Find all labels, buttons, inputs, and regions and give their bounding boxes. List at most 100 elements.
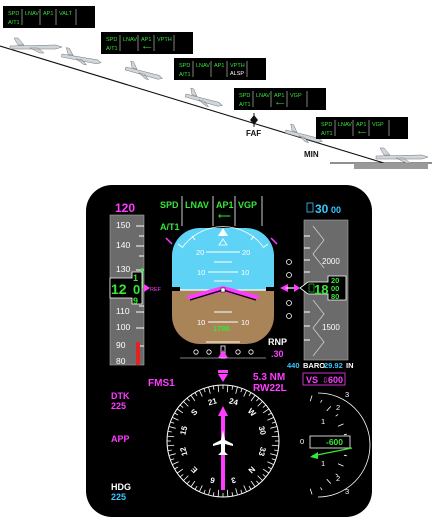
- svg-text:A/T1: A/T1: [321, 131, 333, 137]
- dtk-value: 225: [111, 401, 126, 411]
- vsi-tick: [337, 423, 344, 427]
- vsi-tick: [335, 414, 339, 417]
- altitude-tape: 30 00 2000 1500 18 20: [287, 200, 354, 370]
- compass-tick: [167, 430, 172, 433]
- compass-tick: [243, 390, 248, 397]
- compass-label: E: [189, 464, 200, 475]
- compass-tick: [212, 492, 215, 497]
- compass-label: N: [246, 464, 257, 475]
- svg-text:0: 0: [300, 437, 304, 446]
- vs-readout: -600: [326, 437, 343, 447]
- svg-text:LNAV: LNAV: [123, 37, 137, 43]
- compass-tick: [212, 385, 215, 390]
- vsi-tick: [326, 478, 332, 484]
- svg-text:12: 12: [111, 281, 127, 297]
- compass-tick: [198, 390, 203, 397]
- compass-tick: [250, 480, 256, 488]
- pfd-bezel: [86, 185, 372, 517]
- svg-text:1: 1: [321, 459, 325, 468]
- compass-label: 12: [178, 445, 189, 456]
- svg-text:3: 3: [345, 390, 349, 399]
- compass-label: 3: [230, 475, 237, 485]
- compass-tick: [271, 421, 276, 424]
- compass-tick: [186, 480, 190, 485]
- aircraft-icon: [284, 123, 323, 144]
- svg-text:80: 80: [331, 292, 339, 301]
- svg-text:A/T1: A/T1: [8, 20, 20, 26]
- svg-text:10: 10: [241, 268, 249, 277]
- fpa-readout: 1780: [213, 324, 230, 333]
- aircraft-icon: [213, 430, 233, 455]
- svg-text:A/T1: A/T1: [106, 46, 118, 52]
- compass-tick: [257, 401, 263, 407]
- aircraft-icon: [375, 147, 429, 164]
- svg-text:VPTH: VPTH: [230, 63, 245, 69]
- compass-tick: [167, 444, 175, 447]
- fma-spd: SPD: [160, 200, 179, 210]
- svg-text:A/T1: A/T1: [239, 102, 251, 108]
- svg-text:AP1: AP1: [356, 122, 366, 128]
- compass-tick: [208, 488, 211, 496]
- vsi-tick: [343, 433, 347, 436]
- vertical-speed-indicator: 1 2 3 0 1 2 3 -600: [300, 390, 371, 498]
- vsi-tick: [326, 406, 332, 412]
- svg-text:1500: 1500: [322, 323, 340, 332]
- compass-tick: [243, 485, 248, 492]
- compass-tick: [231, 385, 234, 390]
- svg-text:⟵: ⟵: [358, 130, 367, 136]
- min-label: MIN: [304, 150, 319, 159]
- svg-text:⟵: ⟵: [143, 45, 152, 51]
- compass-label: 6: [209, 475, 216, 485]
- compass-label: 24: [228, 396, 239, 407]
- svg-text:SPD: SPD: [239, 93, 250, 99]
- compass-tick: [174, 466, 179, 470]
- airspeed-tape: 120 150 140 130 110 100 90 80: [109, 201, 162, 366]
- compass-tick: [168, 426, 176, 429]
- fma-ap: AP1: [216, 200, 234, 210]
- altitude-readout: 18 20 00 80: [299, 275, 347, 301]
- svg-text:2: 2: [336, 474, 340, 483]
- compass-tick: [248, 392, 252, 397]
- baro-setting: 29.92: [324, 361, 343, 370]
- rnp-label: RNP: [268, 337, 287, 347]
- baro-label: BARO: [303, 361, 325, 370]
- compass-tick: [274, 449, 279, 452]
- fma-box-4: SPD LNAV AP1 VGP ⟵ A/T1: [234, 88, 326, 110]
- svg-text:2: 2: [336, 403, 340, 412]
- fma-ap-arrow: ⟵: [218, 211, 231, 221]
- svg-text:20: 20: [242, 248, 250, 257]
- airspeed-target: 120: [115, 201, 135, 215]
- glide-path: [0, 45, 385, 164]
- compass-tick: [267, 412, 272, 416]
- svg-text:20: 20: [331, 276, 339, 285]
- pfd-display: SPD LNAV AP1 ⟵ VGP A/T1 120 150 140 130: [86, 185, 372, 517]
- svg-text:100: 100: [116, 322, 130, 332]
- fma-vgp: VGP: [238, 200, 257, 210]
- svg-text:VGP: VGP: [372, 122, 384, 128]
- compass-tick: [172, 461, 179, 466]
- compass-tick: [190, 394, 196, 402]
- compass-tick: [203, 388, 206, 393]
- baro-unit: IN: [346, 361, 354, 370]
- compass-tick: [262, 404, 267, 408]
- compass-tick: [167, 449, 172, 452]
- svg-text:1: 1: [133, 273, 138, 283]
- vsi-tick: [309, 488, 313, 495]
- compass-tick: [248, 485, 252, 490]
- svg-text:150: 150: [116, 220, 130, 230]
- rnp-value: .30: [271, 349, 284, 359]
- compass-tick: [274, 430, 279, 433]
- faf-marker: FAF: [246, 113, 261, 138]
- selected-altitude: 30: [315, 202, 329, 216]
- compass-tick: [226, 489, 229, 497]
- svg-text:90: 90: [116, 340, 126, 350]
- compass-tick: [194, 485, 198, 490]
- compass-tick: [174, 412, 179, 416]
- compass-tick: [267, 416, 274, 421]
- compass-tick: [167, 435, 175, 438]
- approach-profile: FAF MIN SPD LNAV AP1 VALT A/T1 SPD LNAV …: [0, 6, 432, 169]
- compass-label: 30: [257, 425, 268, 436]
